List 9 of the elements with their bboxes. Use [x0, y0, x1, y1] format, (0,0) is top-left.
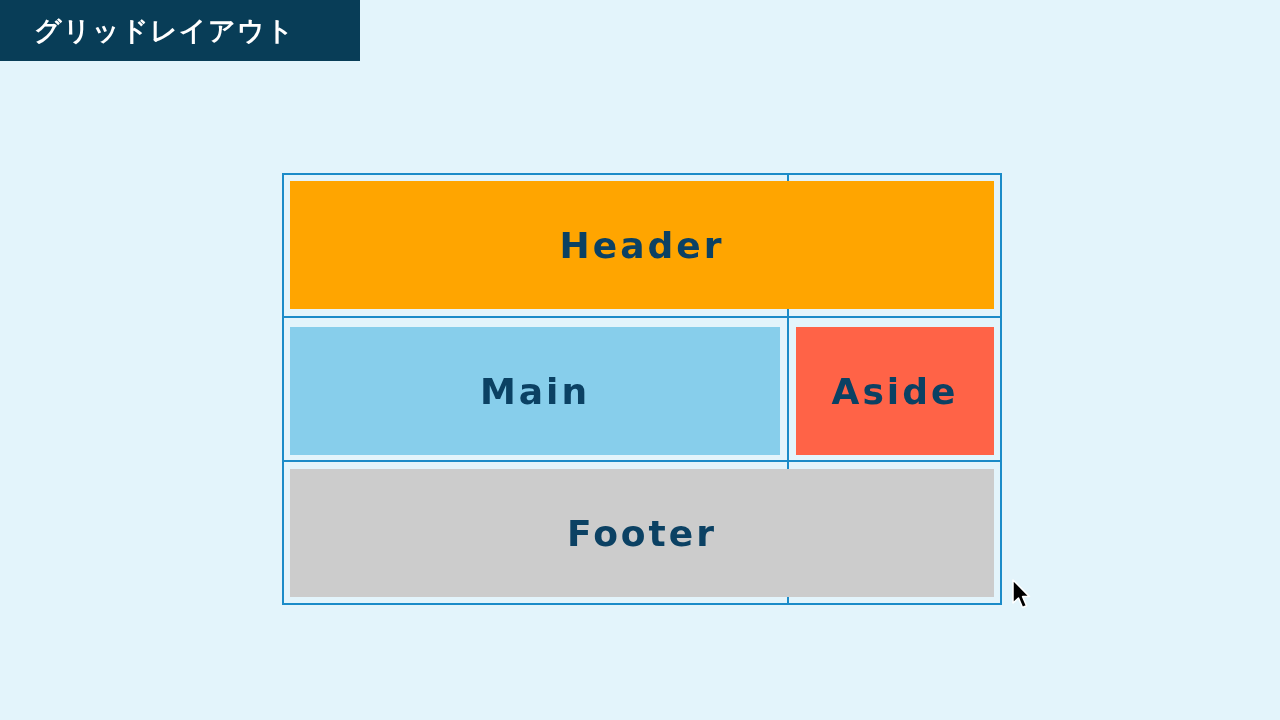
aside-area	[796, 327, 994, 455]
area-label: Main	[479, 370, 591, 412]
area-label: Header	[559, 224, 725, 266]
title-banner: グリッドレイアウト	[0, 0, 360, 61]
footer-area	[290, 469, 994, 597]
area-label: Aside	[831, 370, 959, 412]
area-label: Footer	[567, 512, 717, 554]
main-area	[290, 327, 780, 455]
header-area	[290, 181, 994, 309]
